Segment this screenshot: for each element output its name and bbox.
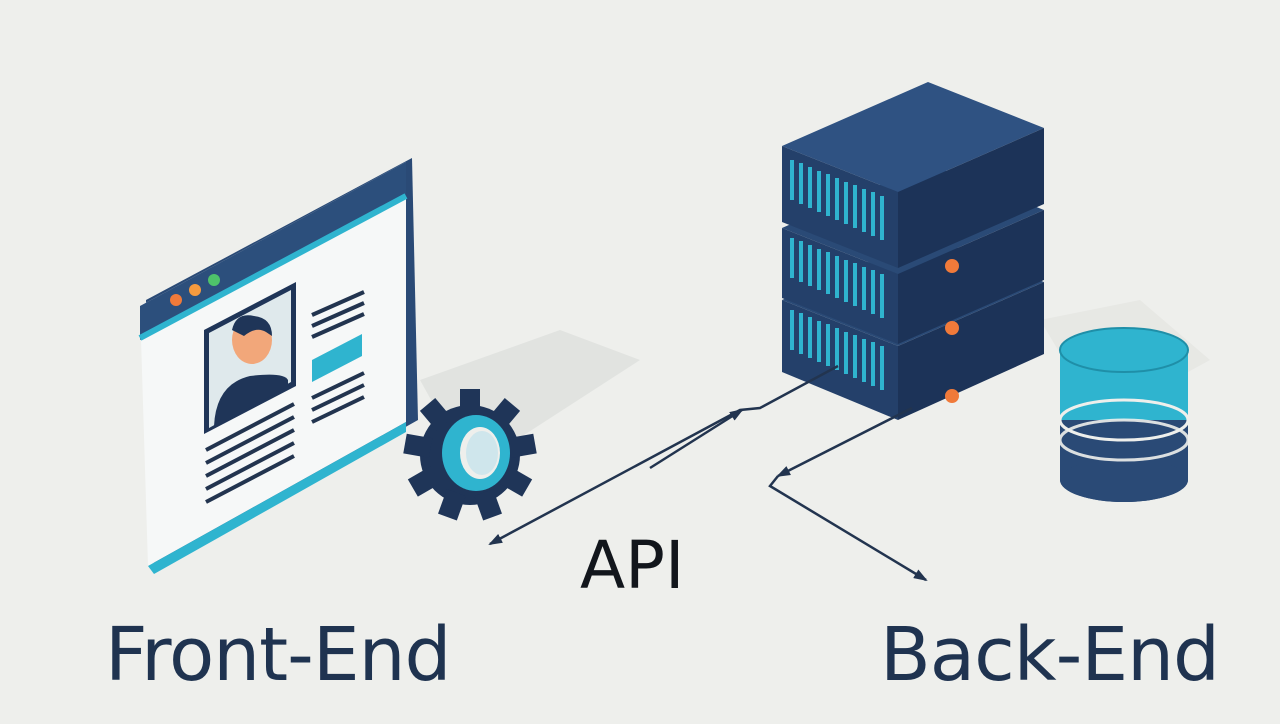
- arrow-to-api-out: [768, 475, 928, 582]
- server-stack-icon: [782, 82, 1044, 420]
- server-led-1: [945, 259, 959, 273]
- api-label: API: [580, 527, 685, 604]
- arrow-to-server: [649, 408, 744, 470]
- content-text-lines: [311, 290, 365, 339]
- backend-label: Back-End: [880, 612, 1220, 698]
- gear-icon: [403, 389, 537, 521]
- frontend-label: Front-End: [105, 612, 451, 698]
- content-text-lines-lower: [311, 371, 365, 424]
- window-dot-red: [170, 294, 182, 306]
- avatar: [204, 282, 296, 434]
- server-led-3: [945, 389, 959, 403]
- api-connectors: [488, 364, 928, 582]
- database-icon: [1058, 327, 1190, 502]
- content-text-lines-bottom: [205, 402, 295, 504]
- arrow-to-frontend: [488, 364, 839, 546]
- server-led-2: [945, 321, 959, 335]
- server-unit-1: [782, 82, 1044, 273]
- arrow-from-server: [776, 406, 913, 478]
- window-dot-green: [208, 274, 220, 286]
- content-highlight-block: [312, 334, 362, 382]
- browser-window-icon: [138, 158, 418, 574]
- window-dot-orange: [189, 284, 201, 296]
